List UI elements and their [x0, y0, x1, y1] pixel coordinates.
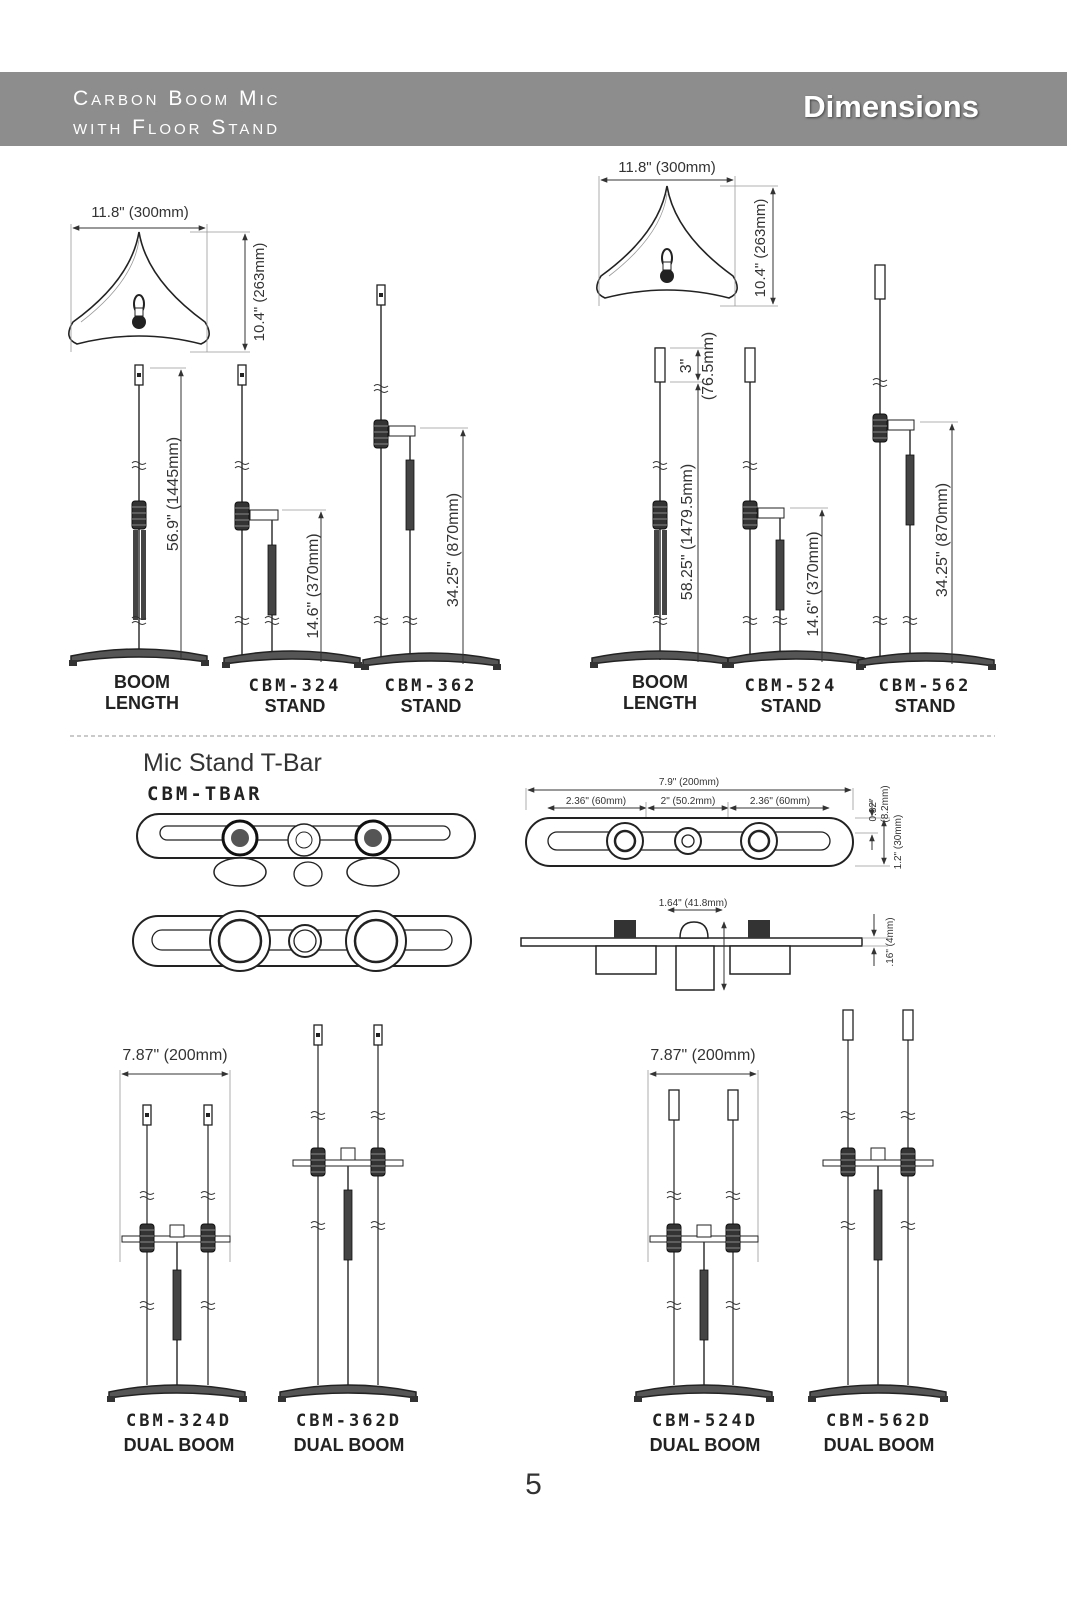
- cbm-362-dimension: 34.25" (870mm): [445, 493, 462, 607]
- label-cbm-562d: CBM-562D DUAL BOOM: [804, 1411, 954, 1456]
- tbar-seg-right: 2.36" (60mm): [750, 796, 810, 807]
- page-title: Dimensions: [803, 89, 979, 124]
- base-depth-label-left: 10.4" (263mm): [251, 243, 268, 342]
- label-cbm-362: CBM-362 STAND: [366, 676, 496, 717]
- base-width-label-right: 11.8" (300mm): [618, 159, 716, 176]
- label-cbm-524-kind: STAND: [760, 696, 822, 716]
- label-cbm-524-model: CBM-524: [744, 676, 838, 696]
- mic-head-dimension: 3": [678, 359, 695, 374]
- label-cbm-362d-kind: DUAL BOOM: [293, 1435, 405, 1455]
- label-cbm-524d-model: CBM-524D: [652, 1411, 758, 1431]
- header-bar: [0, 72, 1067, 146]
- boom-length-stand-left: [68, 364, 210, 667]
- cbm-324-stand-drawing: [221, 364, 363, 669]
- label-cbm-562d-model: CBM-562D: [826, 1411, 932, 1431]
- label-cbm-562: CBM-562 STAND: [860, 676, 990, 717]
- label-cbm-362d: CBM-362D DUAL BOOM: [274, 1411, 424, 1456]
- tbar-model: CBM-TBAR: [147, 783, 263, 805]
- base-top-view-right: [595, 176, 778, 307]
- label-cbm-524d: CBM-524D DUAL BOOM: [630, 1411, 780, 1456]
- tbar-top-view-perspective: [136, 813, 476, 887]
- label-cbm-362-model: CBM-362: [384, 676, 478, 696]
- tbar-side-view: [520, 907, 888, 991]
- tbar-seg-left: 2.36" (60mm): [566, 796, 626, 807]
- label-boom-length-left: BOOM LENGTH: [90, 672, 194, 714]
- label-cbm-524: CBM-524 STAND: [726, 676, 856, 717]
- label-cbm-324: CBM-324 STAND: [230, 676, 360, 717]
- label-cbm-362-kind: STAND: [400, 696, 462, 716]
- label-boom-b-bottom: LENGTH: [623, 693, 697, 713]
- boom-length-dimension-left: 56.9" (1445mm): [165, 437, 182, 551]
- tbar-plan-view: [525, 787, 890, 867]
- cbm-524d-drawing: [633, 1070, 775, 1403]
- cbm-562d-drawing: [807, 1009, 949, 1403]
- label-boom-b-top: BOOM: [632, 672, 688, 692]
- base-width-label-left: 11.8" (300mm): [91, 204, 189, 221]
- cbm-524-dimension: 14.6" (370mm): [805, 531, 822, 636]
- label-cbm-562d-kind: DUAL BOOM: [823, 1435, 935, 1455]
- label-cbm-324-kind: STAND: [264, 696, 326, 716]
- tbar-post-height: 1.64" (41.8mm): [659, 898, 728, 909]
- tbar-thickness: 0.32": [868, 798, 879, 821]
- label-boom-length-right: BOOM LENGTH: [608, 672, 712, 714]
- label-cbm-324d-model: CBM-324D: [126, 1411, 232, 1431]
- boom-length-dimension-right: 58.25" (1479.5mm): [679, 464, 696, 600]
- label-cbm-324-model: CBM-324: [248, 676, 342, 696]
- tbar-seg-mid: 2" (50.2mm): [661, 796, 716, 807]
- tbar-title: Mic Stand T-Bar: [143, 749, 322, 777]
- header-subtitle: Carbon Boom Mic with Floor Stand: [73, 84, 281, 142]
- label-cbm-324d: CBM-324D DUAL BOOM: [104, 1411, 254, 1456]
- dual-spacing-right: 7.87" (200mm): [650, 1047, 755, 1064]
- tbar-thickness-mm: (8.2mm): [880, 785, 891, 822]
- tbar-height: 1.2" (30mm): [893, 815, 904, 870]
- cbm-362-stand-drawing: [360, 284, 502, 671]
- cbm-324d-drawing: [106, 1070, 248, 1403]
- tbar-total-length: 7.9" (200mm): [659, 777, 719, 788]
- cbm-324-dimension: 14.6" (370mm): [305, 533, 322, 638]
- label-cbm-562-model: CBM-562: [878, 676, 972, 696]
- label-cbm-362d-model: CBM-362D: [296, 1411, 402, 1431]
- boom-length-stand-right: [589, 347, 731, 669]
- tbar-plate-thickness: .16" (4mm): [885, 917, 896, 966]
- cbm-362d-drawing: [277, 1024, 419, 1403]
- tbar-bottom-view: [132, 910, 472, 972]
- base-top-view-left: [67, 224, 250, 353]
- cbm-524-stand-drawing: [725, 347, 867, 669]
- page-number: 5: [525, 1468, 542, 1501]
- mic-head-dimension-mm: (76.5mm): [700, 332, 717, 400]
- subtitle-line-2: with Floor Stand: [73, 116, 281, 139]
- label-cbm-524d-kind: DUAL BOOM: [649, 1435, 761, 1455]
- base-depth-label-right: 10.4" (263mm): [752, 199, 769, 298]
- label-boom-a-bottom: LENGTH: [105, 693, 179, 713]
- cbm-562-stand-drawing: [855, 264, 997, 671]
- cbm-562-dimension: 34.25" (870mm): [934, 483, 951, 597]
- subtitle-line-1: Carbon Boom Mic: [73, 87, 281, 110]
- label-cbm-562-kind: STAND: [894, 696, 956, 716]
- dual-spacing-left: 7.87" (200mm): [122, 1047, 227, 1064]
- label-boom-a-top: BOOM: [114, 672, 170, 692]
- label-cbm-324d-kind: DUAL BOOM: [123, 1435, 235, 1455]
